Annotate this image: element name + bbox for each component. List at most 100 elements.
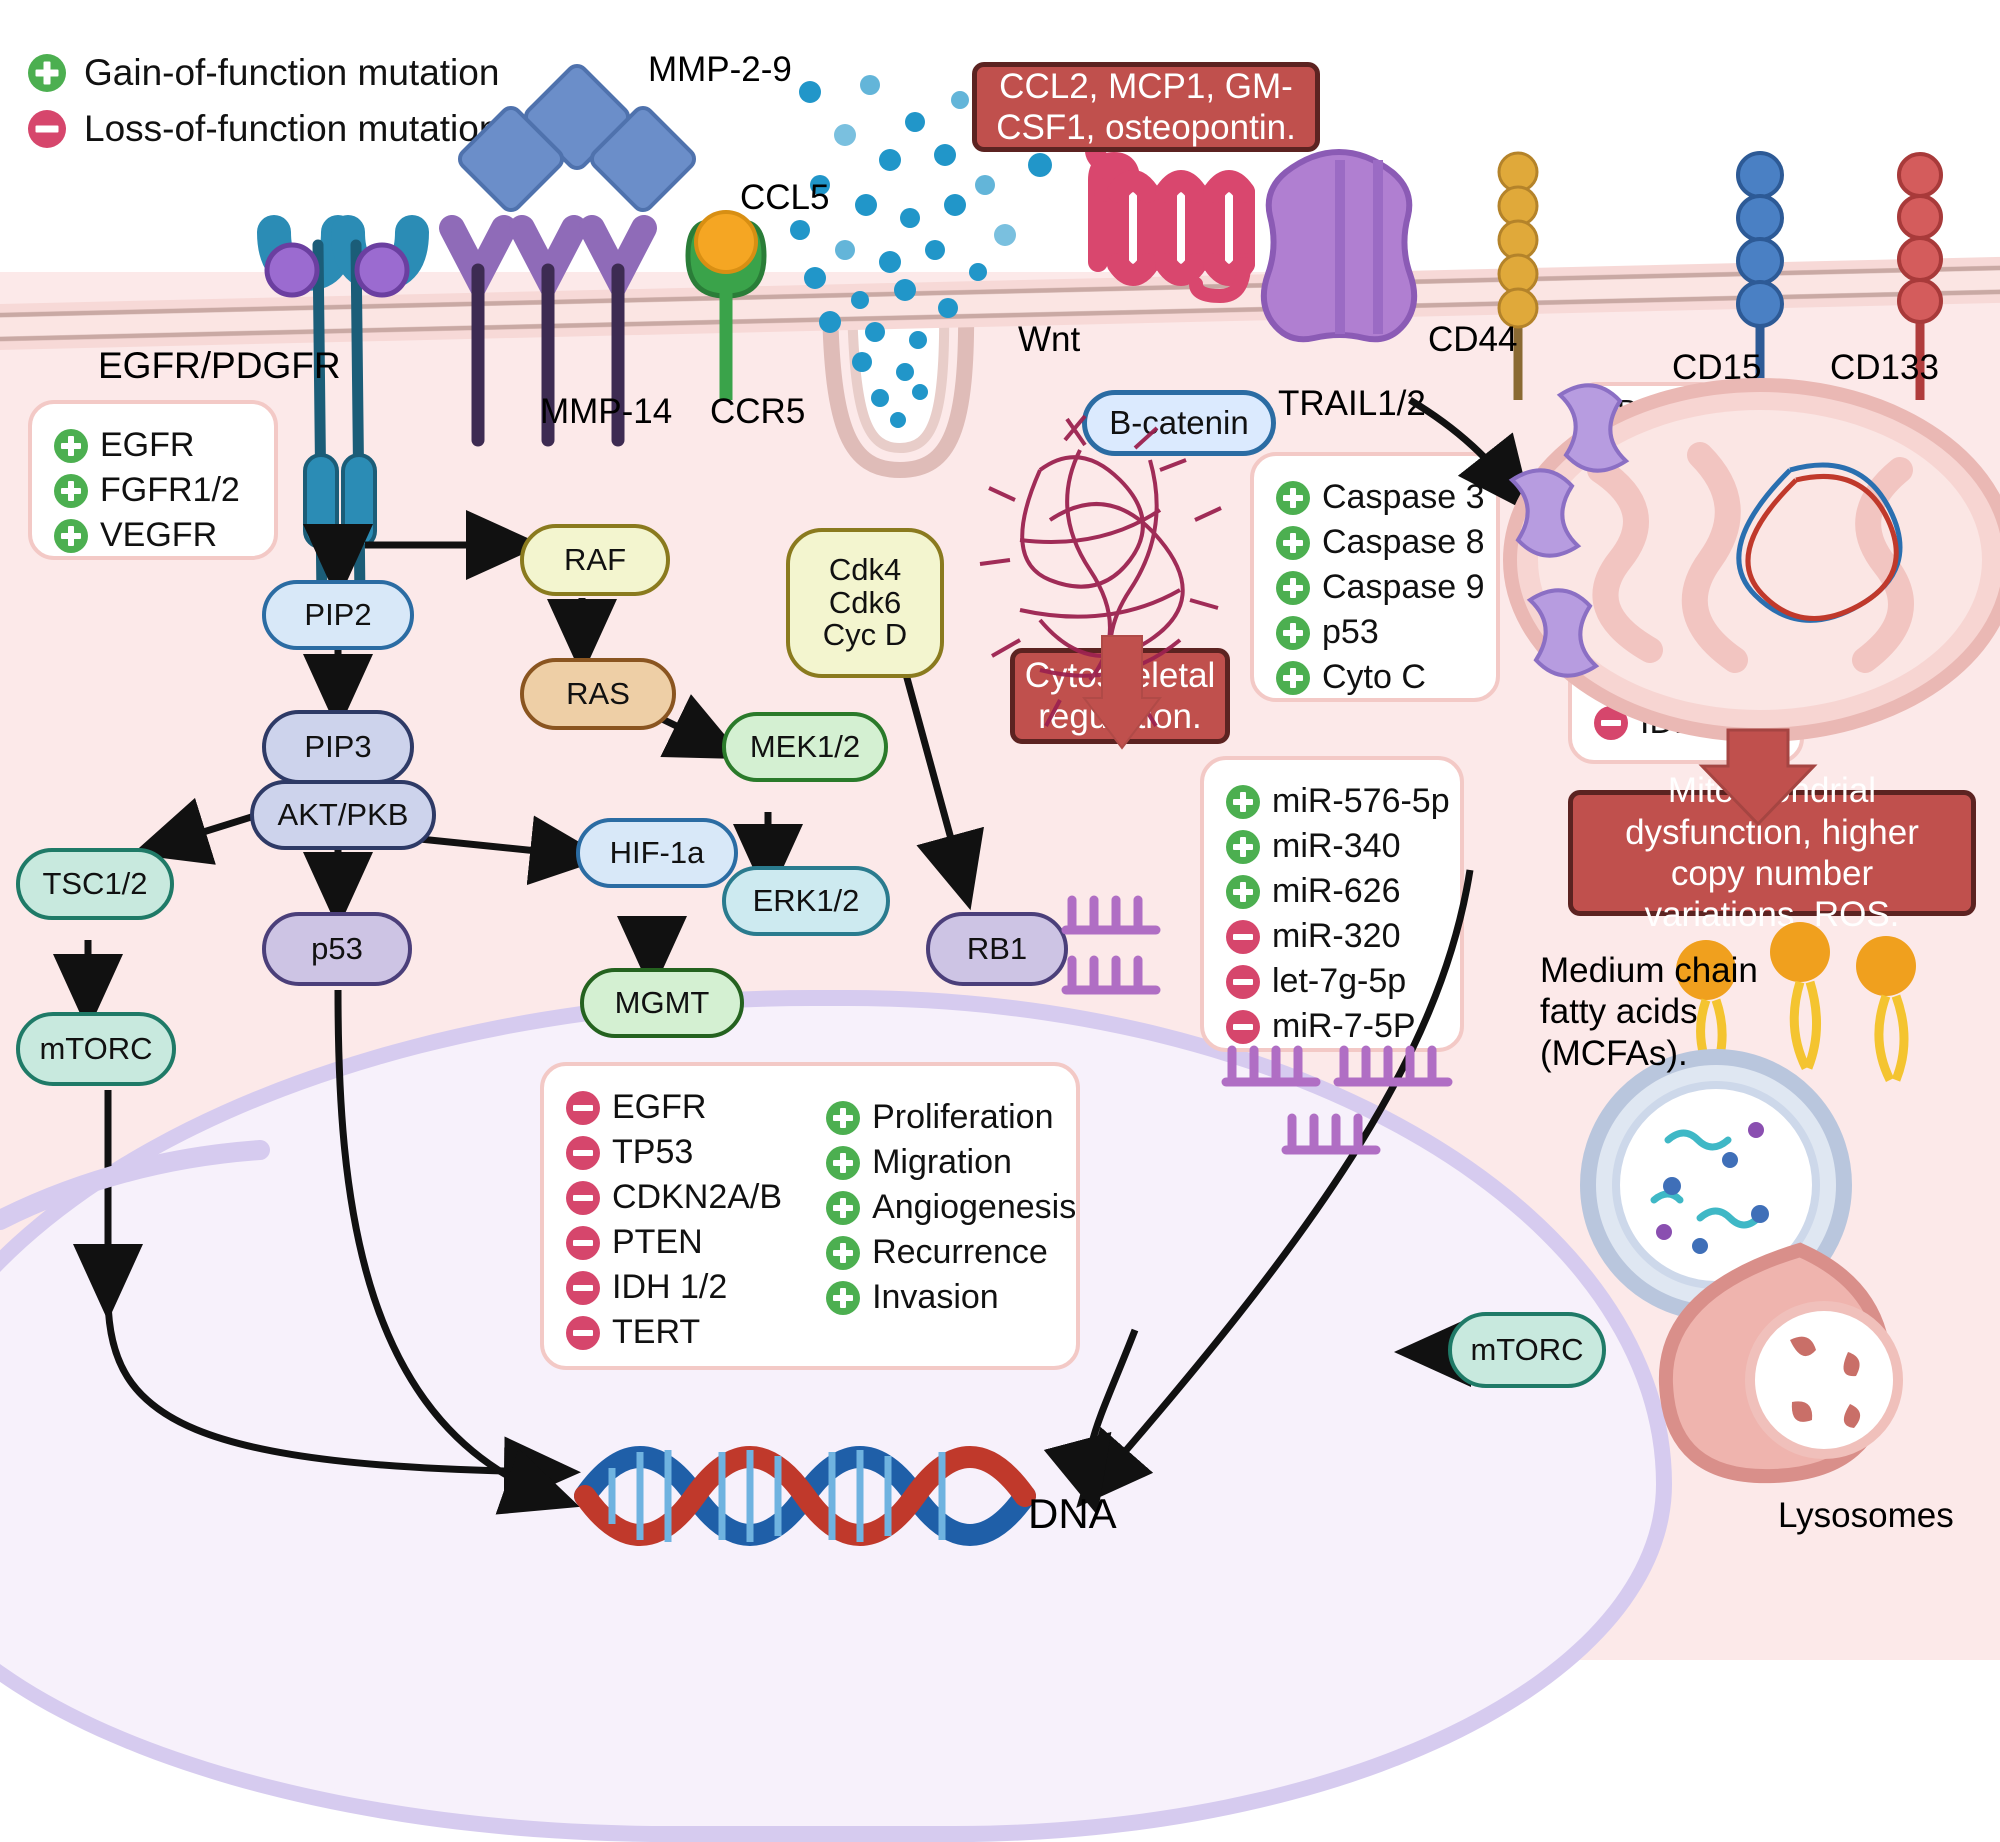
node-mtorc: mTORC bbox=[16, 1012, 176, 1086]
loss-icon bbox=[566, 1090, 600, 1125]
gain-icon bbox=[54, 518, 88, 553]
gain-icon bbox=[826, 1145, 861, 1180]
gain-icon bbox=[1226, 874, 1260, 909]
list-item: Recurrence bbox=[826, 1233, 1076, 1272]
label-ccr5: CCR5 bbox=[710, 392, 806, 431]
gain-icon bbox=[54, 428, 88, 463]
list-item: let-7g-5p bbox=[1226, 962, 1438, 1001]
list-item: Invasion bbox=[826, 1278, 1076, 1317]
gain-icon bbox=[826, 1280, 861, 1315]
label-mmp-2-9: MMP-2-9 bbox=[648, 50, 792, 89]
cycd-label: Cyc D bbox=[822, 617, 908, 653]
label-ccl5: CCL5 bbox=[740, 178, 830, 217]
node-mgmt: MGMT bbox=[580, 968, 744, 1038]
callout-mitochondrial: Mitochondrial dysfunction, higher copy n… bbox=[1568, 771, 1976, 934]
list-item: miR-340 bbox=[1226, 827, 1438, 866]
callout-chemokines: CCL2, MCP1, GM-CSF1, osteopontin. bbox=[972, 62, 1320, 152]
legend-item-gain: Gain-of-function mutation bbox=[28, 52, 499, 94]
legend-label-loss: Loss-of-function mutation bbox=[84, 108, 500, 149]
list-item: FGFR1/2 bbox=[54, 471, 252, 510]
item-label: miR-576-5p bbox=[1272, 782, 1450, 820]
node-pip3: PIP3 bbox=[262, 710, 414, 784]
list-item: miR-7-5P bbox=[1226, 1007, 1438, 1046]
item-label: miR-320 bbox=[1272, 917, 1401, 955]
item-label: CDKN2A/B bbox=[612, 1178, 783, 1216]
list-item: TERT bbox=[566, 1313, 782, 1352]
loss-icon bbox=[1226, 1009, 1260, 1044]
list-item: mtDNA bbox=[1594, 658, 1778, 697]
cdk4-label: Cdk4 bbox=[828, 552, 902, 588]
label-egfr-pdgfr: EGFR/PDGFR bbox=[98, 345, 341, 386]
label-trail: TRAIL1/2 bbox=[1278, 384, 1426, 423]
label-wnt: Wnt bbox=[1018, 320, 1081, 359]
node-cdk-cyclin: Cdk4 Cdk6 Cyc D bbox=[786, 528, 944, 678]
gain-icon bbox=[1276, 525, 1310, 560]
item-label: p53 bbox=[1322, 613, 1379, 651]
node-erk1-2: ERK1/2 bbox=[722, 866, 890, 936]
label-vdac1: VDAC1 bbox=[1580, 382, 1716, 440]
list-item: PTEN bbox=[566, 1223, 782, 1262]
apoptosis-list: Caspase 3 Caspase 8 Caspase 9 p53 Cyto C bbox=[1276, 478, 1485, 697]
node-rb1: RB1 bbox=[926, 912, 1068, 986]
nuclear-gains-list: Proliferation Migration Angiogenesis Rec… bbox=[826, 1092, 1076, 1350]
node-p53: p53 bbox=[262, 912, 412, 986]
card-nuclear-outcomes: EGFR TP53 CDKN2A/B PTEN IDH 1/2 TERT Pro… bbox=[540, 1062, 1080, 1370]
callout-cytoskeletal: Cytoskeletal regulation. bbox=[1010, 648, 1230, 744]
node-akt-pkb: AKT/PKB bbox=[250, 780, 436, 850]
item-label: TP53 bbox=[612, 1133, 694, 1171]
loss-icon bbox=[566, 1315, 600, 1350]
gain-icon bbox=[1276, 480, 1310, 515]
node-raf: RAF bbox=[520, 524, 670, 596]
loss-icon bbox=[566, 1180, 600, 1215]
receptor-gains-list: EGFR FGFR1/2 VEGFR bbox=[54, 426, 252, 555]
list-item: Caspase 3 bbox=[1276, 478, 1485, 517]
node-pip2: PIP2 bbox=[262, 580, 414, 650]
item-label: Recurrence bbox=[872, 1233, 1048, 1271]
nuclear-losses-list: EGFR TP53 CDKN2A/B PTEN IDH 1/2 TERT bbox=[566, 1082, 783, 1352]
item-label: miR-340 bbox=[1272, 827, 1401, 865]
list-item: Cyto C bbox=[1276, 658, 1474, 697]
node-mek1-2: MEK1/2 bbox=[722, 712, 888, 782]
label-lysosomes: Lysosomes bbox=[1778, 1496, 1954, 1535]
cdk6-label: Cdk6 bbox=[828, 584, 902, 620]
pathway-diagram: Gain-of-function mutation Loss-of-functi… bbox=[0, 0, 2000, 1660]
item-label: IDH 1/2 bbox=[612, 1268, 728, 1306]
loss-icon bbox=[1226, 919, 1260, 954]
label-mmp-14: MMP-14 bbox=[540, 392, 673, 431]
label-cd44: CD44 bbox=[1428, 320, 1518, 359]
item-label: let-7g-5p bbox=[1272, 962, 1407, 1000]
loss-icon bbox=[1594, 705, 1628, 740]
card-receptor-gains: EGFR FGFR1/2 VEGFR bbox=[28, 400, 278, 560]
item-label: miR-7-5P bbox=[1272, 1007, 1416, 1045]
gain-icon bbox=[1276, 615, 1310, 650]
item-label: EGFR bbox=[612, 1088, 707, 1126]
loss-icon bbox=[566, 1225, 600, 1260]
gain-icon bbox=[1594, 660, 1628, 695]
node-ras: RAS bbox=[520, 658, 676, 730]
list-item: IDH 1/2 bbox=[566, 1268, 782, 1307]
gain-icon bbox=[826, 1235, 861, 1270]
mito-gene-list: mtDNA IDH 1/2 bbox=[1594, 658, 1778, 742]
node-hif-1a: HIF-1a bbox=[576, 818, 738, 888]
loss-icon bbox=[1226, 964, 1260, 999]
gain-icon bbox=[1226, 784, 1260, 819]
list-item: miR-320 bbox=[1226, 917, 1438, 956]
list-item: TP53 bbox=[566, 1133, 782, 1172]
node-mtorc-2: mTORC bbox=[1448, 1312, 1606, 1388]
item-label: Caspase 8 bbox=[1322, 523, 1485, 561]
gain-icon bbox=[826, 1100, 861, 1135]
node-tsc1-2: TSC1/2 bbox=[16, 848, 174, 920]
list-item: Caspase 9 bbox=[1276, 568, 1485, 607]
gain-icon bbox=[1226, 829, 1260, 864]
card-mirnas: miR-576-5p miR-340 miR-626 miR-320 let-7… bbox=[1200, 756, 1464, 1052]
legend-label-gain: Gain-of-function mutation bbox=[84, 52, 500, 93]
item-label: mtDNA bbox=[1640, 658, 1750, 696]
label-dna: DNA bbox=[1028, 1490, 1117, 1537]
list-item: EGFR bbox=[54, 426, 252, 465]
item-label: Invasion bbox=[872, 1278, 999, 1316]
loss-icon bbox=[566, 1270, 600, 1305]
list-item: miR-576-5p bbox=[1226, 782, 1450, 821]
item-label: Proliferation bbox=[872, 1098, 1054, 1136]
item-label: miR-626 bbox=[1272, 872, 1401, 910]
item-label: EGFR bbox=[100, 426, 195, 464]
